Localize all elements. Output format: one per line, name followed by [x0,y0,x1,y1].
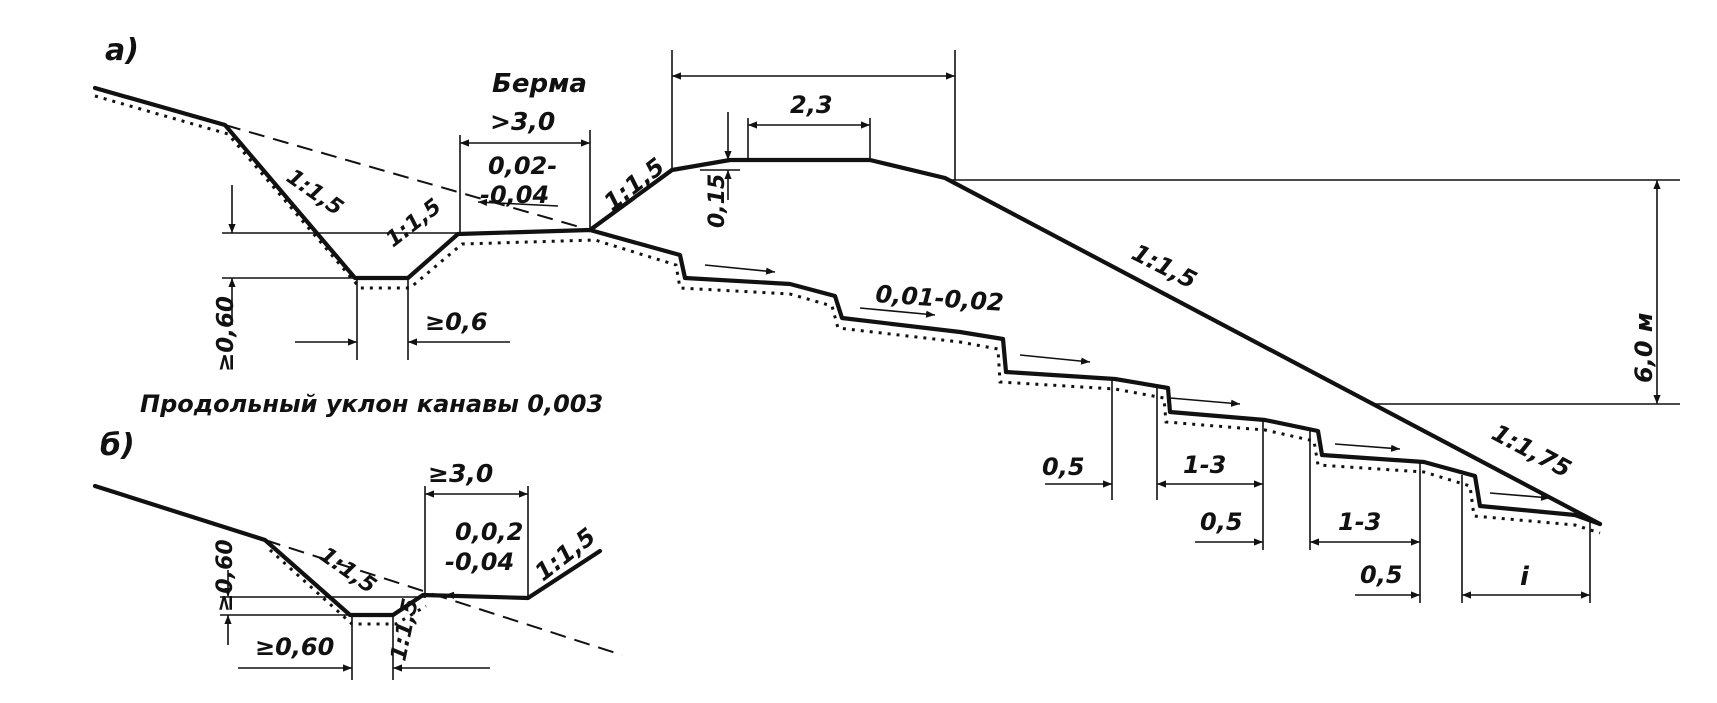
original-ground-line-b [264,539,623,656]
step-width-last-label: i [1520,562,1530,592]
berm-width-dimension-b [424,486,529,599]
ditch-depth-label-a: ≥0,60 [213,296,239,372]
berm-width-label: >3,0 [490,107,555,136]
ditch-bottom-label-b: ≥0,60 [255,633,334,661]
ditch-dimensions-a [222,185,510,360]
berm-label: Берма [492,69,587,99]
ground-hatching-a [94,94,1601,535]
crown-width-label: 2,3 [790,91,833,119]
ground-hatching-b [268,548,427,626]
part-b-label: б) [100,428,135,463]
ditch-bottom-label-a: ≥0,6 [425,308,488,336]
original-ground-line-a [224,124,591,231]
embankment-outline [587,157,1603,527]
berm-slope-label-b-1: 0,0,2 [455,518,523,546]
crown-dimension [700,112,871,200]
embankment-left-slope-label: 1:1,5 [598,152,669,216]
step-rise-label-3: 0,5 [1360,561,1403,589]
ditch-dimensions-b [220,570,490,680]
step-dimensions [1045,379,1591,603]
berm-slope-label-1: 0,02- [488,152,557,180]
step-rise-label-1: 0,5 [1042,453,1085,481]
berm-width-label-b: ≥3,0 [428,459,493,488]
crown-rise-label: 0,15 [705,174,730,228]
height-dimension [950,179,1680,405]
ground-profile-b [92,483,603,618]
ground-profile-a [92,85,1603,527]
part-a-cross-section: а) Берма >3,0 0,02- -0,04 1:1,5 1:1,5 1:… [92,33,1680,603]
height-label: 6,0 м [1630,313,1658,384]
step-width-label-1: 1-3 [1183,451,1226,479]
longitudinal-slope-note: Продольный уклон канавы 0,003 [140,390,603,418]
ditch-depth-label-b: ≥0,60 [213,539,238,612]
top-width-dimension [671,50,956,180]
ditch-inner-slope-label: 1:1,5 [381,194,446,253]
part-b-cross-section: б) ≥0,60 ≥0,60 1:1,5 1:1,5 ≥3,0 0,0,2 -0… [92,428,623,680]
upper-slope-label-b: 1:1,5 [529,522,600,586]
berm-slope-label-b-2: -0,04 [445,548,514,576]
inner-slope-label-b: 1:1,5 [386,596,424,663]
step-width-label-2: 1-3 [1338,508,1381,536]
embankment-right-slope-label: 1:1,5 [1127,238,1201,294]
ditch-outer-slope-label: 1:1,5 [282,164,348,221]
berm-width-dimension [459,130,591,234]
step-rise-label-2: 0,5 [1200,508,1243,536]
berm-slope-label-2: -0,04 [480,181,549,209]
part-a-label: а) [105,33,139,68]
flow-arrows [477,198,1551,501]
